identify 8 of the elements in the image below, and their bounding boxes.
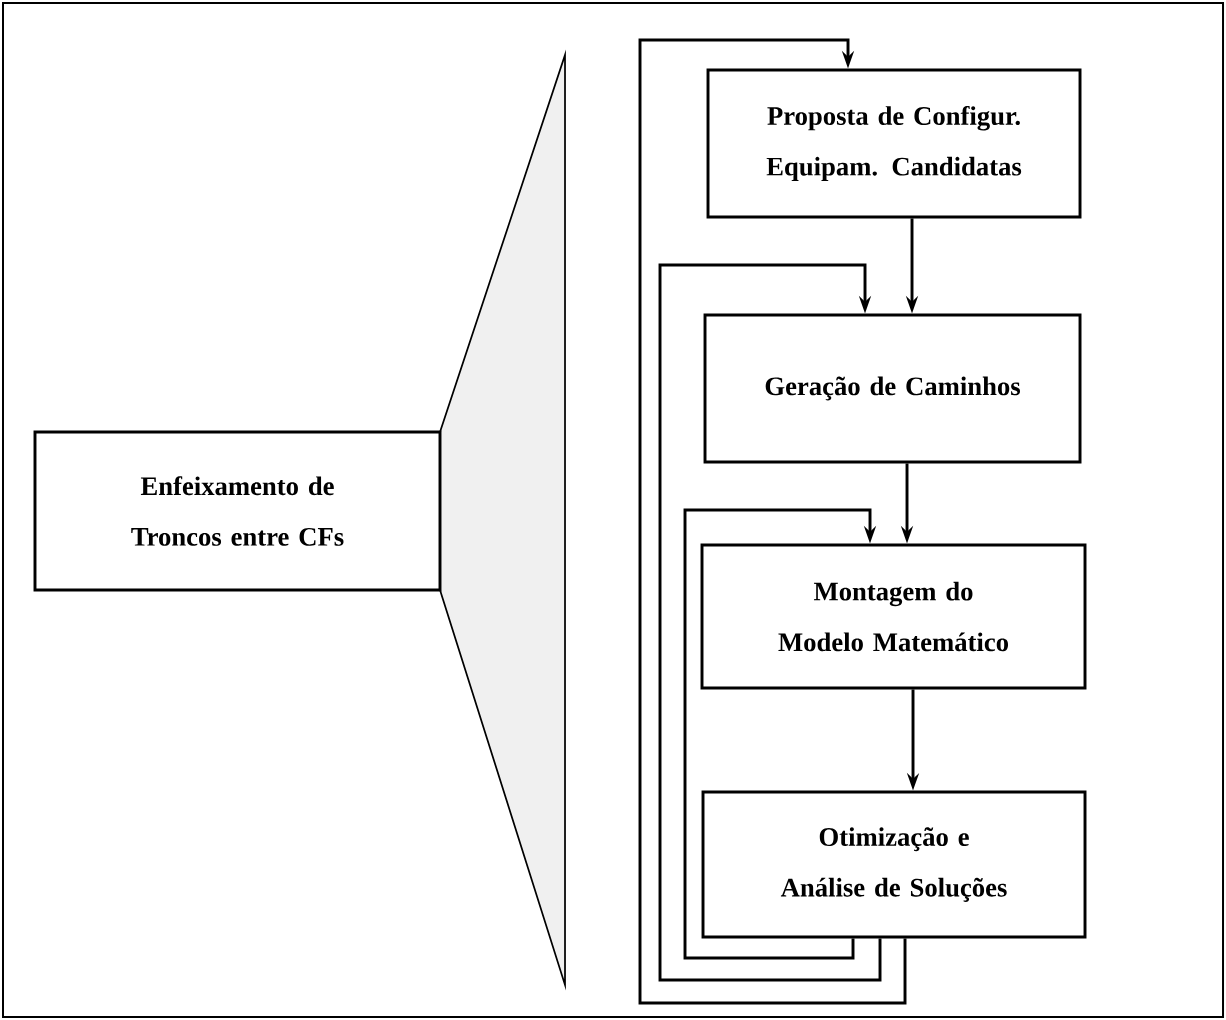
process-box: Enfeixamento de Troncos entre CFs xyxy=(33,430,442,592)
arrow xyxy=(683,508,877,960)
process-box: Geração de Caminhos xyxy=(703,313,1082,464)
process-box: Proposta de Configur. Equipam. Candidatas xyxy=(706,68,1082,219)
arrow xyxy=(638,38,907,1005)
process-box: Montagem do Modelo Matemático xyxy=(700,543,1087,690)
process-box: Otimização e Análise de Soluções xyxy=(701,790,1087,939)
arrow xyxy=(658,263,882,982)
